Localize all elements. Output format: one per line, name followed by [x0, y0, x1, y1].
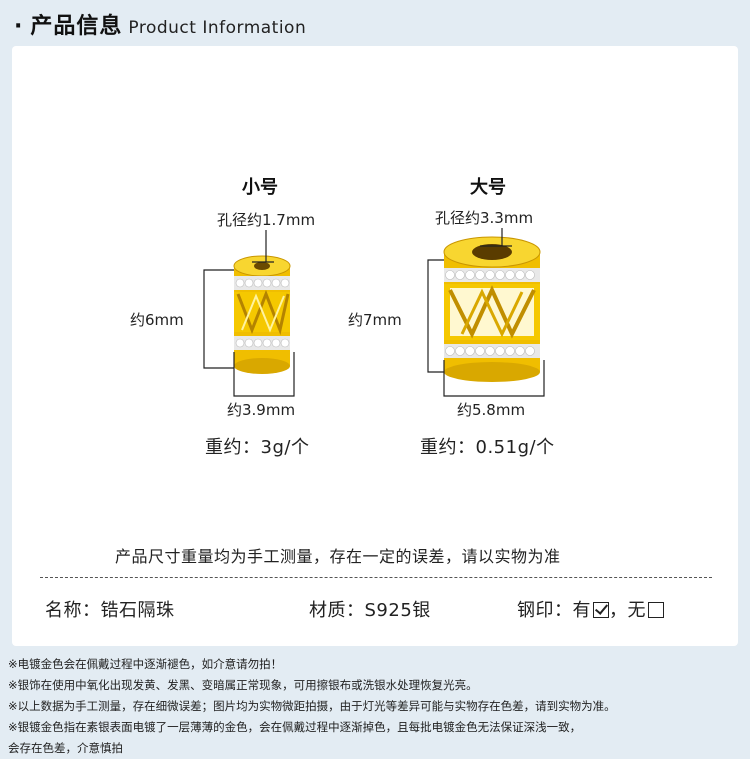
- small-size-title: 小号: [242, 177, 278, 198]
- large-width-label: 约5.8mm: [457, 401, 526, 419]
- divider-dashed: [40, 577, 712, 578]
- large-size-title: 大号: [470, 177, 506, 198]
- section-title: 产品信息: [30, 14, 123, 39]
- spec-material: 材质：S925银: [309, 600, 431, 621]
- stamp-separator: ，无: [609, 600, 646, 621]
- spec-name: 名称：锆石隔珠: [45, 600, 175, 621]
- footer-notes: ※电镀金色会在佩戴过程中逐渐褪色，如介意请勿拍！ ※银饰在使用中氧化出现发黄、发…: [8, 654, 748, 759]
- footer-note: ※银镀金色指在素银表面电镀了一层薄薄的金色，会在佩戴过程中逐渐掉色，且每批电镀金…: [8, 720, 582, 734]
- small-bead-hole: [254, 262, 270, 270]
- unchecked-box-icon: [648, 602, 664, 618]
- stamp-label: 钢印：有: [517, 600, 591, 621]
- small-hole-label: 孔径约1.7mm: [217, 211, 316, 229]
- footer-note: 会存在色差，介意慎拍: [8, 741, 123, 755]
- measurement-notice: 产品尺寸重量均为手工测量，存在一定的误差，请以实物为准: [115, 547, 561, 566]
- large-height-label: 约7mm: [348, 311, 402, 329]
- small-weight-label: 重约：3g/个: [205, 437, 310, 458]
- small-bead-illustration: [203, 230, 295, 397]
- footer-note: ※以上数据为手工测量，存在细微误差；图片均为实物微距拍摄，由于灯光等差异可能与实…: [8, 699, 616, 713]
- footer-note: ※银饰在使用中氧化出现发黄、发黑、变暗属正常现象，可用擦银布或洗银水处理恢复光亮…: [8, 678, 478, 692]
- small-height-label: 约6mm: [130, 311, 184, 329]
- bullet: ·: [14, 14, 23, 39]
- large-hole-label: 孔径约3.3mm: [435, 209, 534, 227]
- checked-box-icon: [593, 602, 609, 618]
- small-width-label: 约3.9mm: [227, 401, 296, 419]
- spec-stamp: 钢印：有 ，无: [517, 596, 664, 622]
- section-header: · 产品信息 Product Information: [14, 8, 307, 39]
- info-card: 小号 孔径约1.7mm 约6mm 约3.9mm 重约：3g/个 大号 孔径约3.…: [12, 46, 738, 646]
- section-subtitle: Product Information: [128, 18, 307, 38]
- large-bead-hole: [472, 244, 512, 260]
- footer-note: ※电镀金色会在佩戴过程中逐渐褪色，如介意请勿拍！: [8, 657, 283, 671]
- large-weight-label: 重约：0.51g/个: [420, 437, 555, 458]
- large-bead-illustration: [427, 228, 545, 397]
